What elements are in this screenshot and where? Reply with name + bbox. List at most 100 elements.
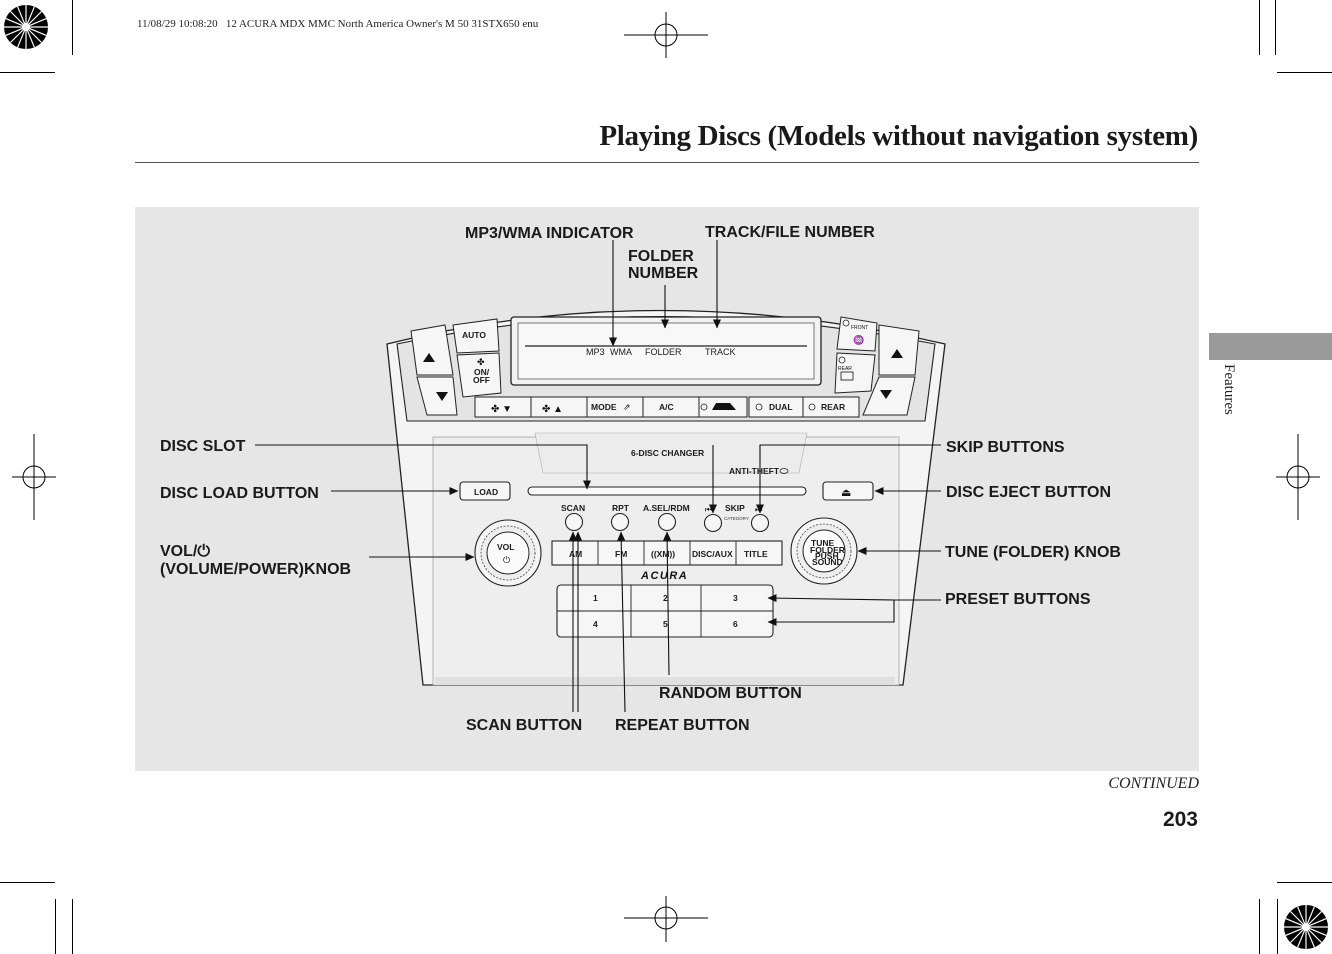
title-label: TITLE (744, 549, 768, 559)
sunburst-mark-top-left (4, 5, 48, 49)
mode-label: MODE (591, 402, 617, 412)
left-temp-up-button[interactable] (410, 324, 454, 376)
left-temp-down-button[interactable] (416, 376, 458, 416)
tune-folder-knob[interactable] (790, 517, 858, 585)
on-off-label-line2: OFF (473, 375, 490, 385)
am-label: AM (569, 549, 582, 559)
skip-fwd-icon: ⏭ (755, 505, 762, 514)
registration-target-right (1276, 434, 1320, 520)
auto-button[interactable] (452, 318, 500, 354)
page-title: Playing Discs (Models without navigation… (599, 120, 1198, 152)
audio-panel-figure: MP3 WMA FOLDER TRACK AUTO ✤ ON/ OFF FRON… (135, 207, 1199, 771)
ac-label: A/C (659, 402, 674, 412)
tune-sound-label: SOUND (812, 557, 843, 567)
right-temp-down-icon (880, 390, 892, 399)
right-temp-up-button[interactable] (878, 324, 920, 376)
tune-push-label: PUSH (815, 551, 839, 561)
crop-line (1277, 899, 1278, 954)
callout-preset-buttons: PRESET BUTTONS (945, 591, 1091, 608)
rear-climate-button[interactable] (802, 396, 860, 418)
rear-climate-label: REAR (821, 402, 845, 412)
power-icon: ⏻ (503, 555, 510, 565)
right-temp-down-button[interactable] (862, 376, 916, 416)
disc-changer-label: 6-DISC CHANGER (631, 448, 704, 458)
display-wma-indicator: WMA (610, 347, 632, 357)
scan-label: SCAN (561, 503, 585, 513)
skip-label: SKIP (725, 503, 745, 513)
front-defrost-label: FRONT (851, 325, 868, 331)
callout-scan-button: SCAN BUTTON (466, 717, 582, 734)
fan-down-icon: ✤ ▼ (491, 404, 512, 415)
front-defrost-icon: ♒ (853, 334, 864, 345)
rear-defrost-button[interactable] (834, 352, 876, 394)
crop-line (1277, 72, 1332, 73)
print-metadata: 11/08/29 10:08:20 12 ACURA MDX MMC North… (137, 18, 539, 30)
page-number: 203 (1162, 808, 1198, 831)
tune-folder-label: FOLDER (810, 545, 845, 555)
callout-folder-number-line1: FOLDER (628, 248, 694, 265)
leader-disc-slot (255, 444, 591, 490)
display-screen (517, 322, 815, 380)
lower-grey-band (435, 677, 895, 685)
load-label: LOAD (474, 487, 498, 497)
vol-knob-label: VOL (497, 542, 514, 552)
mode-icon: ⇗ (623, 402, 631, 412)
crop-line (1277, 882, 1332, 883)
display-folder-indicator: FOLDER (645, 347, 682, 357)
callout-random-button: RANDOM BUTTON (659, 685, 802, 702)
skip-back-button[interactable] (703, 513, 723, 533)
callout-disc-slot: DISC SLOT (160, 438, 246, 455)
eject-icon: ⏏ (841, 487, 851, 499)
preset-2-label: 2 (663, 593, 668, 603)
crop-line (0, 882, 55, 883)
recirculation-indicator (700, 403, 708, 411)
disc-slot[interactable] (527, 486, 807, 496)
on-off-label-line1: ON/ (474, 367, 490, 377)
callout-disc-eject-button: DISC EJECT BUTTON (946, 484, 1111, 501)
callout-disc-load-button: DISC LOAD BUTTON (160, 485, 319, 502)
section-tab (1209, 333, 1332, 360)
left-temp-up-icon (423, 353, 435, 362)
left-temp-down-icon (436, 392, 448, 401)
crop-line (1259, 899, 1260, 954)
acura-logo: ACURA (640, 570, 688, 582)
dual-label: DUAL (769, 402, 793, 412)
preset-1-label: 1 (593, 593, 598, 603)
rear-defrost-icon (840, 371, 854, 381)
display-track-indicator: TRACK (705, 347, 736, 357)
anti-theft-label: ANTI-THEFT (729, 466, 780, 476)
fan-icon: ✤ (477, 357, 485, 367)
registration-target-bottom (624, 896, 708, 942)
callout-skip-buttons: SKIP BUTTONS (946, 439, 1065, 456)
a-sel-rdm-label: A.SEL/RDM (643, 503, 690, 513)
rear-defrost-label: REAR (838, 366, 852, 372)
right-temp-up-icon (891, 349, 903, 358)
rear-climate-indicator (808, 403, 816, 411)
display-mp3-indicator: MP3 (586, 347, 605, 357)
crop-line (1259, 0, 1260, 55)
callout-vol-knob-line2: (VOLUME/POWER)KNOB (160, 561, 351, 578)
load-button[interactable] (459, 481, 511, 501)
anti-theft-indicator (779, 468, 789, 474)
rpt-button[interactable] (610, 512, 630, 532)
crop-line (72, 899, 73, 954)
xm-label: ((XM)) (651, 549, 675, 559)
callout-mp3-wma-indicator: MP3/WMA INDICATOR (465, 225, 634, 242)
scan-button[interactable] (564, 512, 584, 532)
front-defrost-indicator (842, 319, 850, 327)
callout-tune-knob: TUNE (FOLDER) KNOB (945, 544, 1121, 561)
preset-4-label: 4 (593, 619, 598, 629)
callout-leaders (255, 240, 941, 713)
eject-button[interactable] (822, 481, 874, 501)
registration-target-left (12, 434, 56, 520)
skip-forward-button[interactable] (750, 513, 770, 533)
fan-up-icon: ✤ ▲ (542, 404, 563, 415)
continued-label: CONTINUED (1108, 775, 1199, 792)
volume-power-knob[interactable] (474, 519, 542, 587)
center-console: MP3 WMA FOLDER TRACK AUTO ✤ ON/ OFF FRON… (386, 309, 946, 686)
title-rule (135, 162, 1199, 163)
tune-label: TUNE (811, 538, 834, 548)
fan-on-off-button[interactable] (456, 352, 502, 398)
disc-changer-recess (534, 432, 808, 474)
a-sel-rdm-button[interactable] (657, 512, 677, 532)
